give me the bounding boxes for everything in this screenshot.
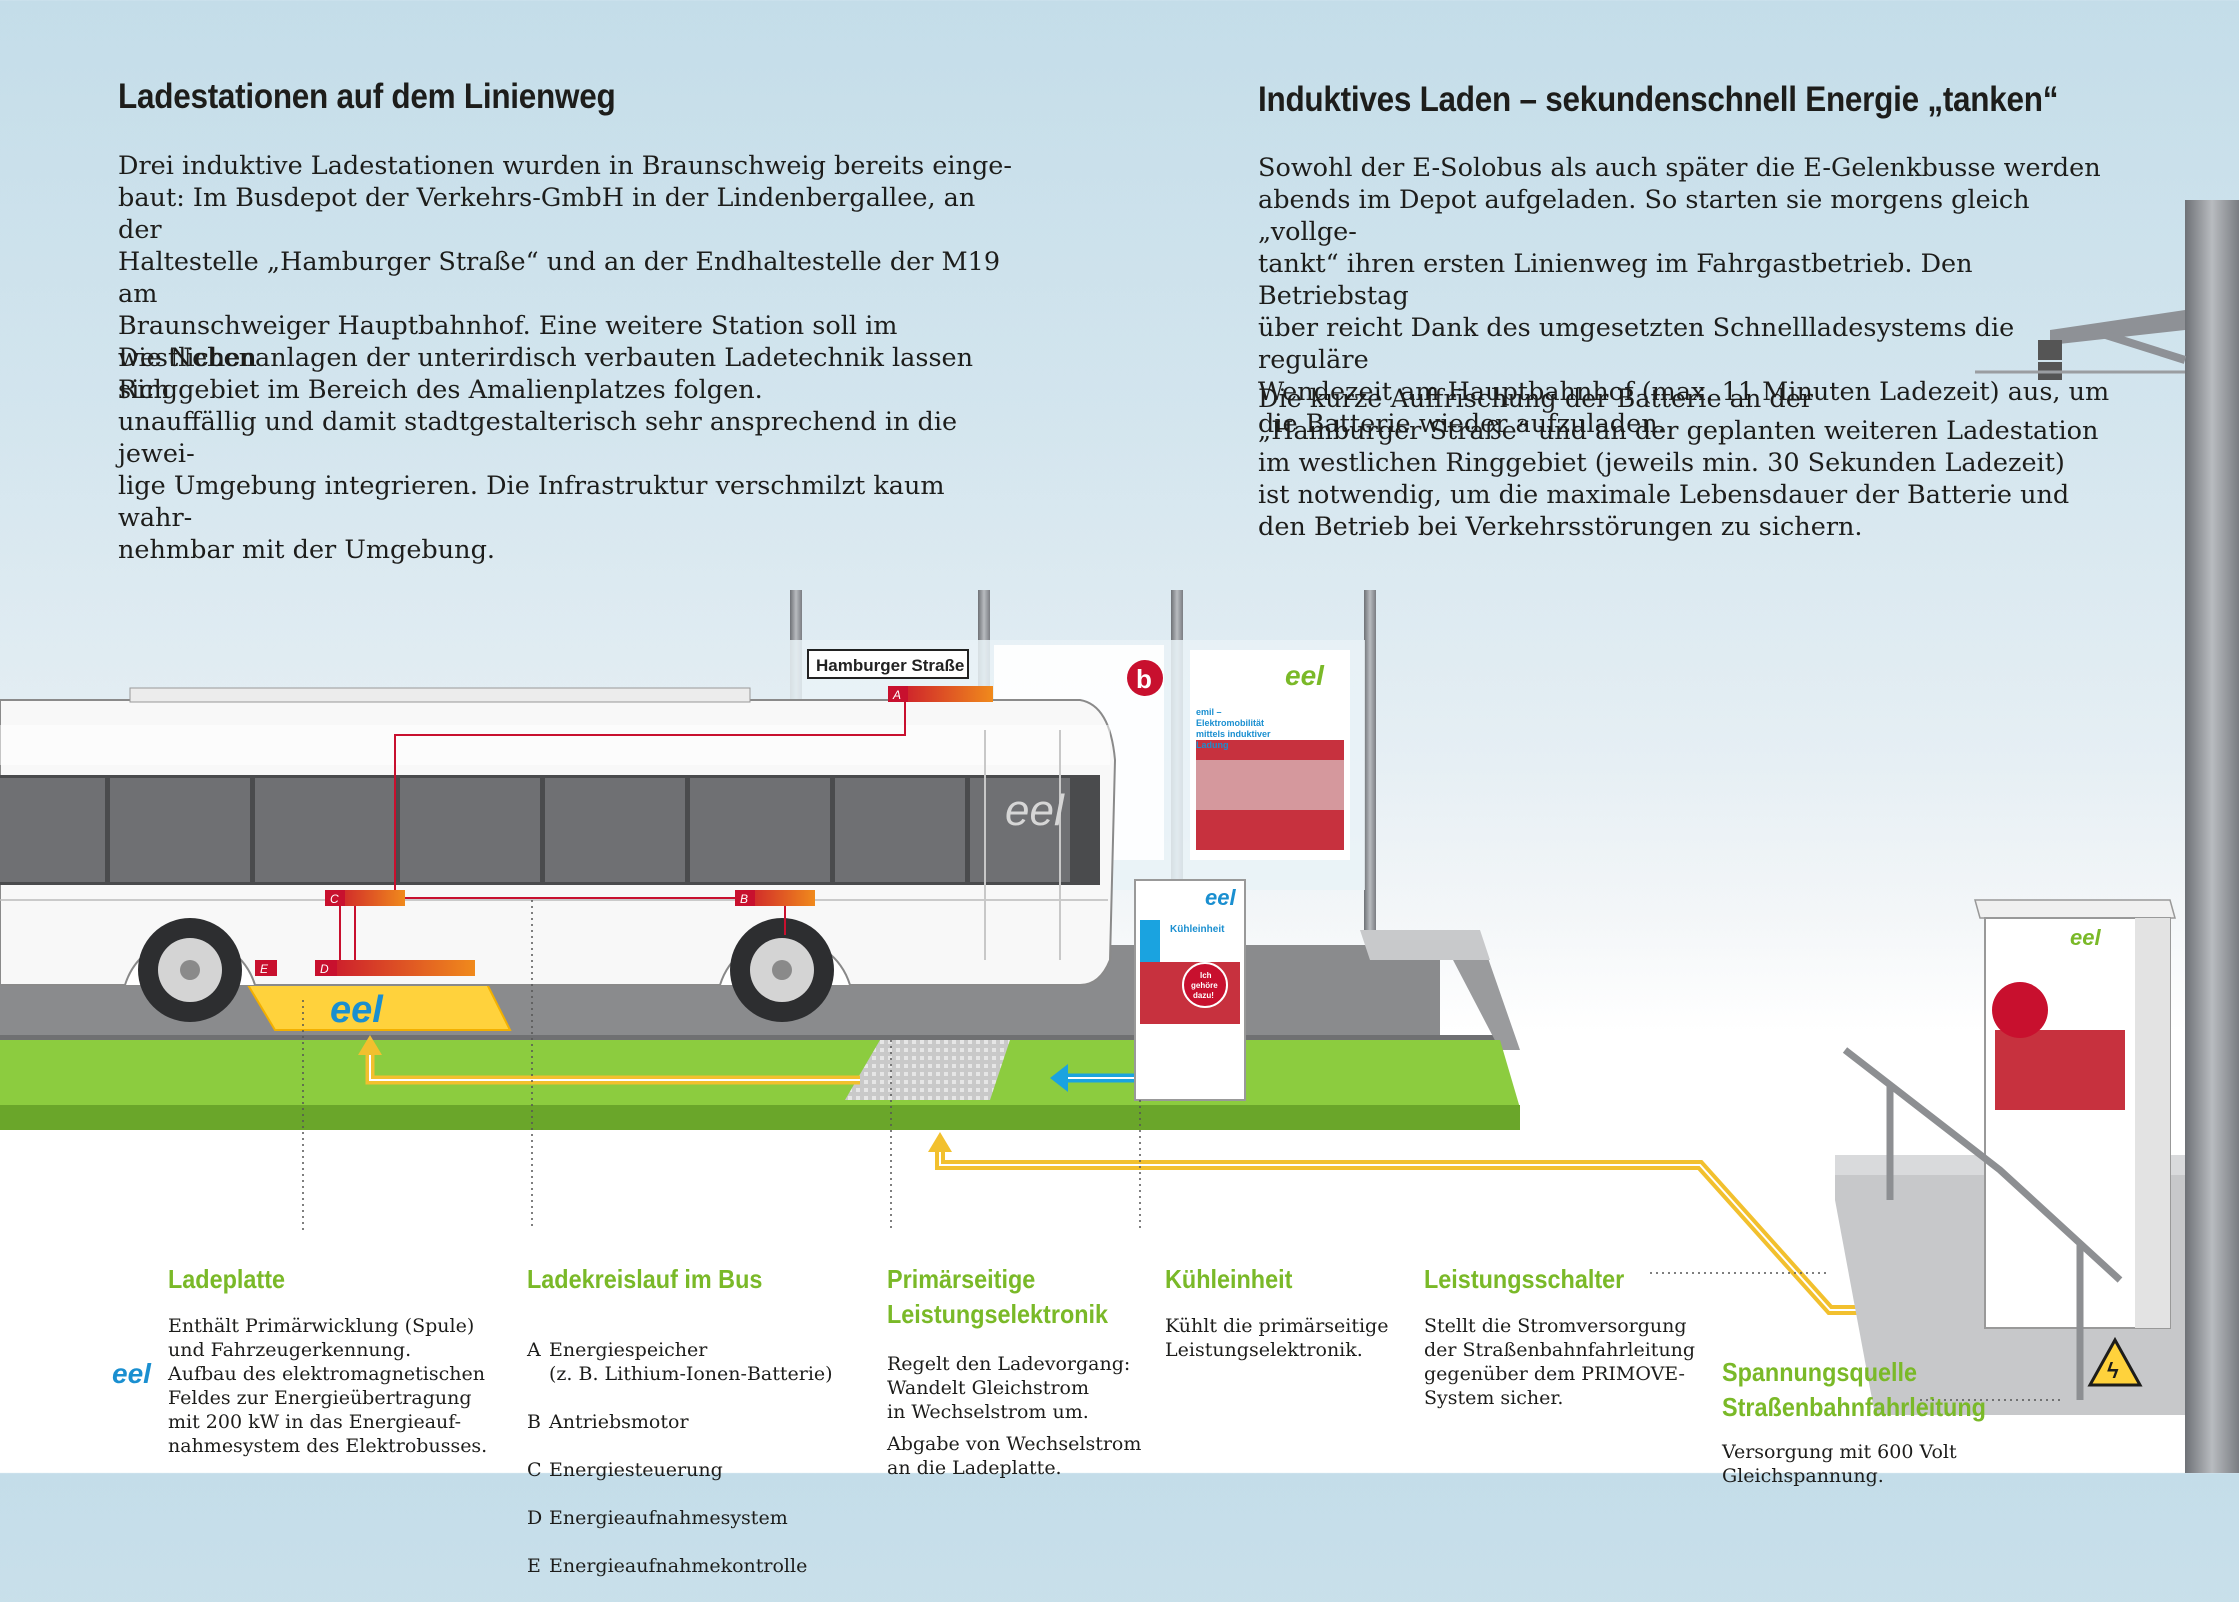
label-leistungselektronik-title: Primärseitige Leistungselektronik — [887, 1264, 1109, 1329]
stop-sign-label: Hamburger Straße — [816, 656, 964, 675]
label-kuehleinheit-title: Kühleinheit — [1165, 1264, 1293, 1294]
svg-text:b: b — [1136, 664, 1152, 694]
label-spannungsquelle-text: Versorgung mit 600 Volt Gleichspannung. — [1722, 1441, 1957, 1487]
right-paragraph-2: Die kurze Auffrischung der Batterie an d… — [1258, 384, 2099, 542]
railing — [1842, 1047, 2123, 1400]
leader-lines — [302, 900, 2060, 1401]
svg-text:eel: eel — [1285, 660, 1325, 691]
charging-pad: eel — [243, 979, 512, 1031]
circuit-markers: A B C D E — [255, 686, 993, 976]
svg-text:E: E — [260, 962, 269, 976]
svg-text:eel: eel — [330, 989, 384, 1031]
label-spannungsquelle-title: Spannungsquelle Straßenbahnfahrleitung — [1722, 1357, 1986, 1422]
bus: eel — [0, 687, 1117, 1022]
switch-cabinet: eel ϟ — [1974, 899, 2176, 1387]
label-leistungsschalter-title: Leistungsschalter — [1424, 1264, 1625, 1294]
catenary-pole — [1975, 200, 2239, 1473]
label-leistungsschalter-text: Stellt die Stromversorgung der Straßenba… — [1424, 1315, 1696, 1409]
label-ladeplatte-title: Ladeplatte — [168, 1264, 286, 1294]
left-heading: Ladestationen auf dem Linienweg — [118, 77, 616, 116]
right-heading: Induktives Laden – sekundenschnell Energ… — [1258, 80, 2059, 119]
svg-text:D: D — [320, 962, 329, 976]
svg-text:A: A — [892, 688, 901, 702]
label-kuehleinheit-text: Kühlt die primärseitige Leistungselektro… — [1165, 1315, 1389, 1361]
svg-text:ϟ: ϟ — [2107, 1358, 2119, 1383]
right-paragraph-1: Sowohl der E-Solobus als auch später die… — [1258, 153, 2110, 439]
left-paragraph-1: Drei induktive Ladestationen wurden in B… — [118, 151, 1012, 405]
svg-text:eel: eel — [1205, 885, 1236, 910]
svg-text:eel: eel — [2070, 925, 2101, 950]
label-leistungselektronik-text-1: Regelt den Ladevorgang: Wandelt Gleichst… — [887, 1353, 1131, 1423]
svg-text:eel: eel — [1005, 786, 1065, 835]
label-ladekreislauf-title: Ladekreislauf im Bus — [527, 1264, 763, 1294]
eel-logo-icon: eel — [112, 1358, 151, 1389]
green-strip — [0, 1040, 1520, 1130]
left-paragraph-2: Die Nebenanlagen der unterirdisch verbau… — [118, 343, 974, 565]
cooling-unit-title: Kühleinheit — [1170, 924, 1225, 935]
stop-sign: Hamburger Straße — [807, 649, 969, 679]
svg-text:C: C — [330, 892, 339, 906]
power-electronics-grid — [845, 1040, 1010, 1100]
label-ladeplatte-text: Enthält Primärwicklung (Spule) und Fahrz… — [168, 1315, 488, 1457]
svg-text:B: B — [740, 892, 748, 906]
